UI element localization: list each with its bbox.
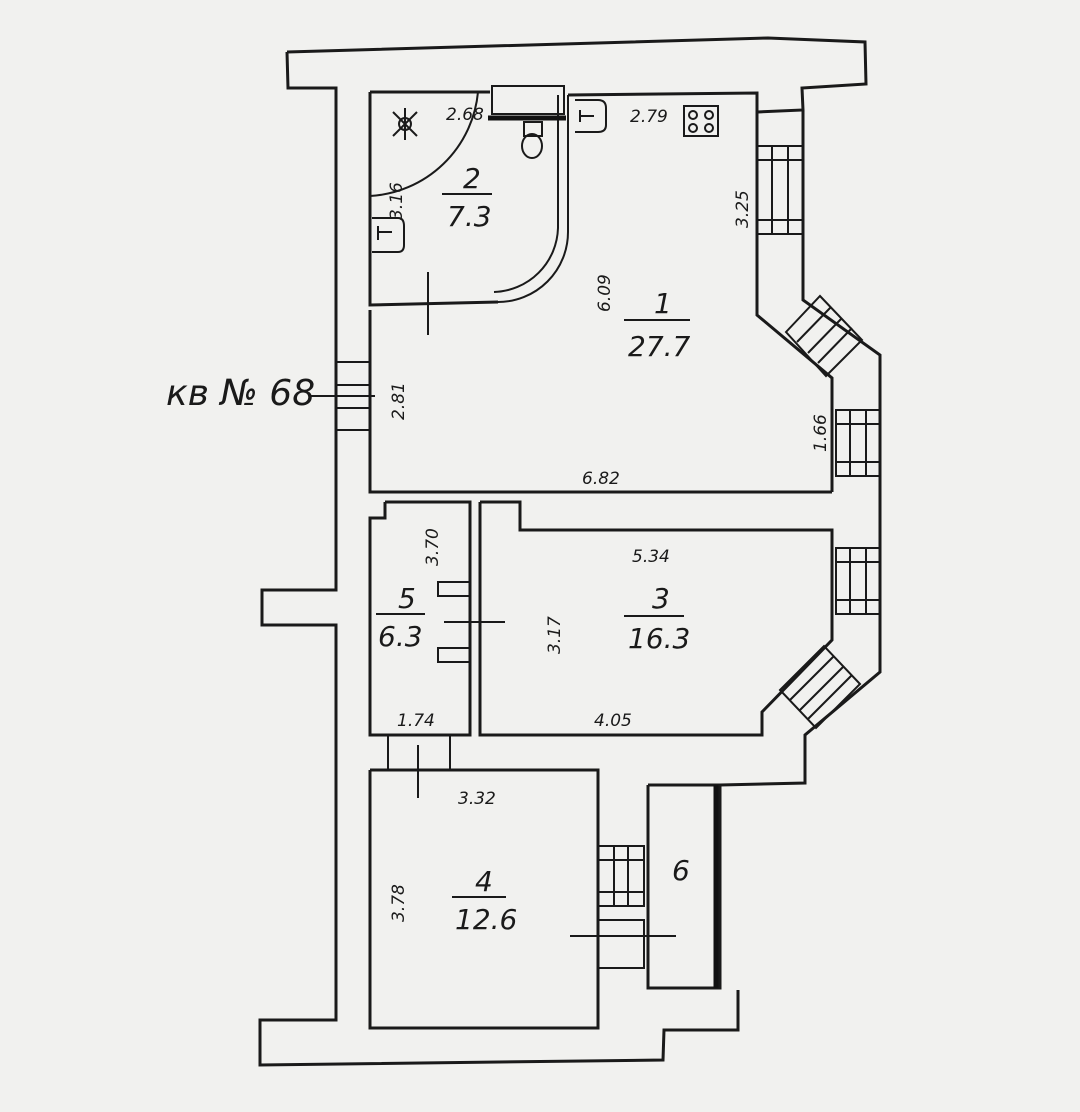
room-5-area: 6.3 xyxy=(378,620,423,653)
room-2-number: 2 xyxy=(463,162,481,195)
passage xyxy=(387,735,451,798)
dim-room1-left: 2.81 xyxy=(389,382,409,420)
room-4-area: 12.6 xyxy=(455,903,517,936)
dim-room3-left: 3.17 xyxy=(545,616,565,654)
room-3-area: 16.3 xyxy=(628,622,690,655)
dim-room4-top: 3.32 xyxy=(458,789,496,809)
room-labels: 2 7.3 1 27.7 5 6.3 3 16.3 4 12.6 6 xyxy=(376,162,691,936)
dim-room1-right-upper: 3.25 xyxy=(733,190,753,228)
dim-room4-left: 3.78 xyxy=(389,884,409,922)
stove-icon xyxy=(683,105,719,137)
dim-room1-bottom: 6.82 xyxy=(582,469,620,489)
dim-room2-top: 2.68 xyxy=(446,105,484,125)
dim-room2-side: 3.16 xyxy=(387,182,407,220)
room-2-area: 7.3 xyxy=(447,200,492,233)
room-1-number: 1 xyxy=(654,287,672,320)
dim-room5-bottom: 1.74 xyxy=(397,711,435,731)
apartment-label: кв № 68 xyxy=(166,373,375,414)
dim-room3-bottom: 4.05 xyxy=(594,711,632,731)
dim-room1-height: 6.09 xyxy=(595,274,615,312)
room-6-walls xyxy=(646,783,722,990)
room-1-area: 27.7 xyxy=(628,330,691,363)
room-4-number: 4 xyxy=(475,865,493,898)
room-5-number: 5 xyxy=(398,582,416,615)
dim-room5-height: 3.70 xyxy=(423,528,443,566)
room-3-number: 3 xyxy=(652,582,670,615)
light-fixture-icon xyxy=(392,108,418,140)
room-3-walls xyxy=(478,500,834,737)
dim-room3-top: 5.34 xyxy=(632,547,670,567)
dim-room1-top: 2.79 xyxy=(630,107,668,127)
room-6-number: 6 xyxy=(672,854,690,887)
apartment-number: кв № 68 xyxy=(166,373,315,414)
dim-room1-right-lower: 1.66 xyxy=(811,414,831,452)
room-5-walls xyxy=(368,500,505,737)
room-4-walls xyxy=(368,768,676,1030)
room-2-walls xyxy=(368,85,607,307)
dimension-labels: 2.68 3.16 2.79 3.25 6.09 2.81 1.66 6.82 … xyxy=(387,105,831,922)
